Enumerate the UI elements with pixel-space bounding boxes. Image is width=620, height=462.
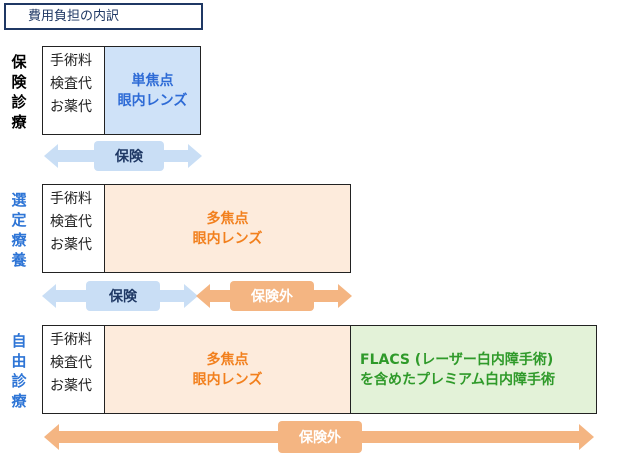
insured-label: 保険 — [86, 281, 160, 311]
row-label-selective-care: 選 定 療 養 — [11, 191, 27, 269]
fees-box: 手術料 検査代 お薬代 — [42, 184, 105, 273]
fee-exam: 検査代 — [50, 76, 92, 92]
row-label-self-pay: 自 由 診 療 — [11, 332, 27, 410]
fee-exam: 検査代 — [50, 355, 92, 371]
fee-medicine: お薬代 — [50, 237, 92, 253]
row-label-insured-treatment: 保 険 診 療 — [11, 53, 27, 131]
multifocal-lens-box: 多焦点 眼内レンズ — [104, 184, 351, 273]
diagram-title: 費用負担の内訳 — [4, 3, 203, 30]
fee-surgery: 手術料 — [50, 53, 92, 69]
uninsured-label: 保険外 — [278, 421, 362, 453]
fees-box: 手術料 検査代 お薬代 — [42, 46, 105, 135]
fee-surgery: 手術料 — [50, 332, 92, 348]
fee-medicine: お薬代 — [50, 378, 92, 394]
fee-exam: 検査代 — [50, 214, 92, 230]
fee-surgery: 手術料 — [50, 191, 92, 207]
fees-box: 手術料 検査代 お薬代 — [42, 325, 105, 414]
fee-medicine: お薬代 — [50, 99, 92, 115]
insured-label: 保険 — [94, 141, 164, 171]
flacs-premium-box: FLACS (レーザー白内障手術) を含めたプレミアム白内障手術 — [350, 325, 597, 414]
monofocal-lens-box: 単焦点 眼内レンズ — [104, 46, 201, 135]
uninsured-label: 保険外 — [230, 281, 314, 311]
multifocal-lens-box: 多焦点 眼内レンズ — [104, 325, 351, 414]
